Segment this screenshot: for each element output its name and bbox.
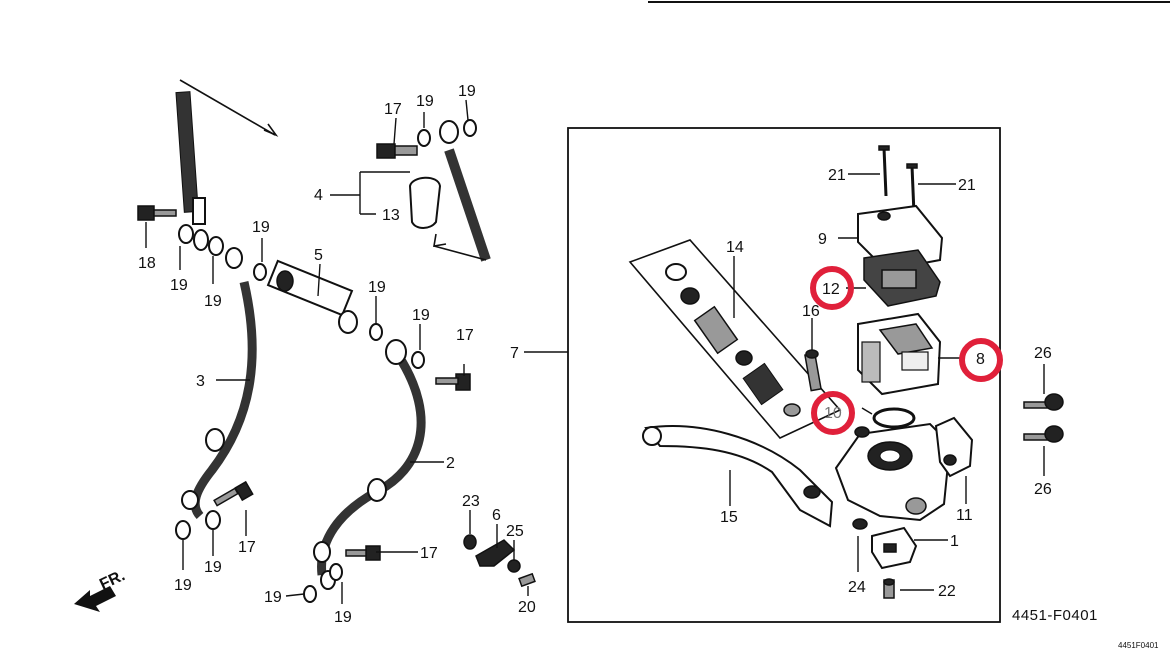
highlight-8 xyxy=(959,338,1003,382)
callout-13: 13 xyxy=(382,207,400,224)
callout-21-left: 21 xyxy=(828,167,846,184)
boot-13 xyxy=(408,176,442,229)
callout-19-d: 19 xyxy=(170,277,188,294)
brake-hose-3 xyxy=(181,280,257,520)
holder-11 xyxy=(934,416,974,478)
callout-17-mid: 17 xyxy=(456,327,474,344)
callout-19-f: 19 xyxy=(368,279,386,296)
diagram-code-small: 4451F0401 xyxy=(1118,641,1159,650)
top-bolt-17 xyxy=(376,143,418,159)
callout-4: 4 xyxy=(314,187,323,204)
reservoir-8 xyxy=(857,312,942,396)
callout-14: 14 xyxy=(726,239,744,256)
upper-hose xyxy=(175,79,279,225)
callout-18: 18 xyxy=(138,255,156,272)
callout-25: 25 xyxy=(506,523,524,540)
washers-left xyxy=(178,224,267,281)
callout-23: 23 xyxy=(462,493,480,510)
callout-8: 8 xyxy=(976,351,985,368)
top-washers xyxy=(417,119,477,147)
callout-10: 10 xyxy=(824,405,842,422)
washer-24 xyxy=(852,518,868,530)
highlight-12 xyxy=(810,266,854,310)
pin-16 xyxy=(804,349,822,392)
callout-15: 15 xyxy=(720,509,738,526)
callout-16: 16 xyxy=(802,303,820,320)
callout-26-top: 26 xyxy=(1034,345,1052,362)
switch-1 xyxy=(871,526,918,570)
callout-19-a: 19 xyxy=(416,93,434,110)
callout-19-b: 19 xyxy=(458,83,476,100)
callout-7: 7 xyxy=(510,345,519,362)
bolt-17-lower-left xyxy=(213,480,254,507)
callout-3: 3 xyxy=(196,373,205,390)
callout-9: 9 xyxy=(818,231,827,248)
diaphragm-plate-12 xyxy=(863,249,941,307)
callout-20: 20 xyxy=(518,599,536,616)
highlight-marks xyxy=(810,266,1003,435)
callout-19-k: 19 xyxy=(334,609,352,626)
front-arrow-icon: FR. xyxy=(74,567,128,612)
callout-22: 22 xyxy=(938,583,956,600)
callout-17-top: 17 xyxy=(384,101,402,118)
leader-lines xyxy=(145,99,1045,604)
brake-lever-15 xyxy=(642,425,834,528)
callout-1: 1 xyxy=(950,533,959,550)
callout-19-j: 19 xyxy=(264,589,282,606)
three-way-joint-5 xyxy=(266,259,383,341)
callout-11: 11 xyxy=(956,507,973,524)
callout-26-bottom: 26 xyxy=(1034,481,1052,498)
callout-17-lower-left: 17 xyxy=(238,539,256,556)
bolt-17-lower-mid xyxy=(345,545,381,561)
diagram-code: 4451-F0401 xyxy=(1012,607,1098,624)
assembly-box xyxy=(567,127,1001,623)
highlight-10 xyxy=(811,391,855,435)
callout-19-i: 19 xyxy=(204,559,222,576)
small-parts-bottom xyxy=(463,534,536,588)
piston-set-14 xyxy=(628,239,842,439)
callout-12: 12 xyxy=(822,281,840,298)
master-cylinder-body xyxy=(834,422,952,522)
bolt-18 xyxy=(137,205,177,221)
callout-19-c: 19 xyxy=(252,219,270,236)
callout-6: 6 xyxy=(492,507,501,524)
screw-22 xyxy=(883,578,895,599)
callout-19-g: 19 xyxy=(412,307,430,324)
callout-19-h: 19 xyxy=(174,577,192,594)
callout-24: 24 xyxy=(848,579,866,596)
bolts-26 xyxy=(1023,393,1064,443)
callout-19-e: 19 xyxy=(204,293,222,310)
washers-lower xyxy=(175,351,425,603)
callout-2: 2 xyxy=(446,455,455,472)
top-hose xyxy=(433,120,491,262)
callout-5: 5 xyxy=(314,247,323,264)
callout-21-right: 21 xyxy=(958,177,976,194)
bolt-17-mid xyxy=(435,373,471,391)
callout-17-lower-mid: 17 xyxy=(420,545,438,562)
o-ring-10 xyxy=(872,407,916,429)
callout-labels: 1 2 3 4 5 6 7 8 9 10 11 12 13 14 15 16 1… xyxy=(138,83,1052,626)
front-arrow-label: FR. xyxy=(97,567,128,593)
screws-21 xyxy=(878,145,918,215)
